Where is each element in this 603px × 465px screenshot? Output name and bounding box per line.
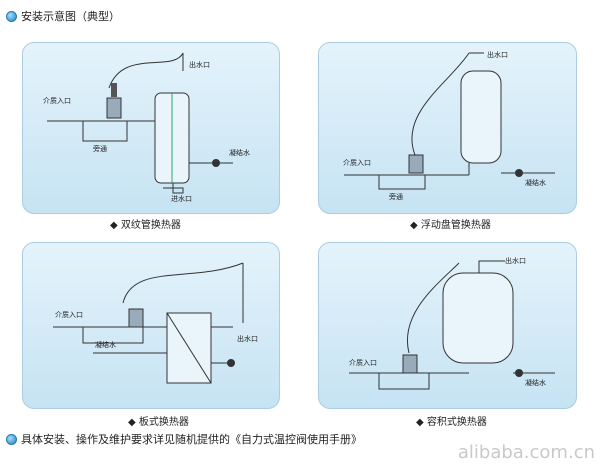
caption-1: ◆ 双纹管换热器: [110, 220, 181, 231]
label-inlet: 进水口: [171, 194, 192, 203]
label-outlet: 出水口: [189, 60, 210, 69]
diagram-panel-3: 介质入口 凝结水 出水口: [22, 242, 280, 409]
label-medium-in: 介质入口: [55, 310, 83, 319]
label-condensate: 凝结水: [525, 378, 546, 387]
bullet-icon: [6, 433, 17, 445]
section-title: 安装示意图（典型）: [21, 10, 120, 23]
footer-text: 具体安装、操作及维护要求详见随机提供的《自力式温控阀使用手册》: [21, 433, 362, 446]
label-condensate: 凝结水: [229, 148, 250, 157]
label-medium-in: 介质入口: [343, 158, 371, 167]
diagram-floating-coil: 出水口 介质入口 旁通 凝结水: [343, 50, 555, 201]
diagram-panel-4: 出水口 介质入口 凝结水: [318, 242, 577, 409]
caption-2: ◆ 浮动盘管换热器: [410, 220, 491, 231]
diagram-volumetric: 出水口 介质入口 凝结水: [349, 256, 555, 390]
diagram-panel-2: 出水口 介质入口 旁通 凝结水: [318, 42, 577, 214]
label-outlet: 出水口: [487, 50, 508, 59]
label-medium-in: 介质入口: [43, 96, 71, 105]
label-condensate: 凝结水: [525, 178, 546, 187]
footer-note: 具体安装、操作及维护要求详见随机提供的《自力式温控阀使用手册》: [6, 431, 362, 447]
caption-4: ◆ 容积式换热器: [416, 417, 487, 428]
label-medium-in: 介质入口: [349, 358, 377, 367]
label-bypass: 旁通: [389, 192, 403, 201]
label-condensate: 凝结水: [95, 340, 116, 349]
bullet-icon: [6, 10, 17, 22]
diagram-double-tube: 出水口 介质入口 旁通 凝结水 进水口: [43, 52, 250, 203]
watermark: alibaba.com.cn: [457, 442, 595, 463]
label-outlet: 出水口: [237, 334, 258, 343]
caption-3: ◆ 板式换热器: [128, 417, 189, 428]
label-outlet: 出水口: [505, 256, 526, 265]
diagram-plate: 介质入口 凝结水 出水口: [53, 262, 258, 384]
label-bypass: 旁通: [93, 144, 107, 153]
section-header: 安装示意图（典型）: [6, 8, 120, 24]
diagram-panel-1: 出水口 介质入口 旁通 凝结水 进水口: [22, 42, 280, 214]
